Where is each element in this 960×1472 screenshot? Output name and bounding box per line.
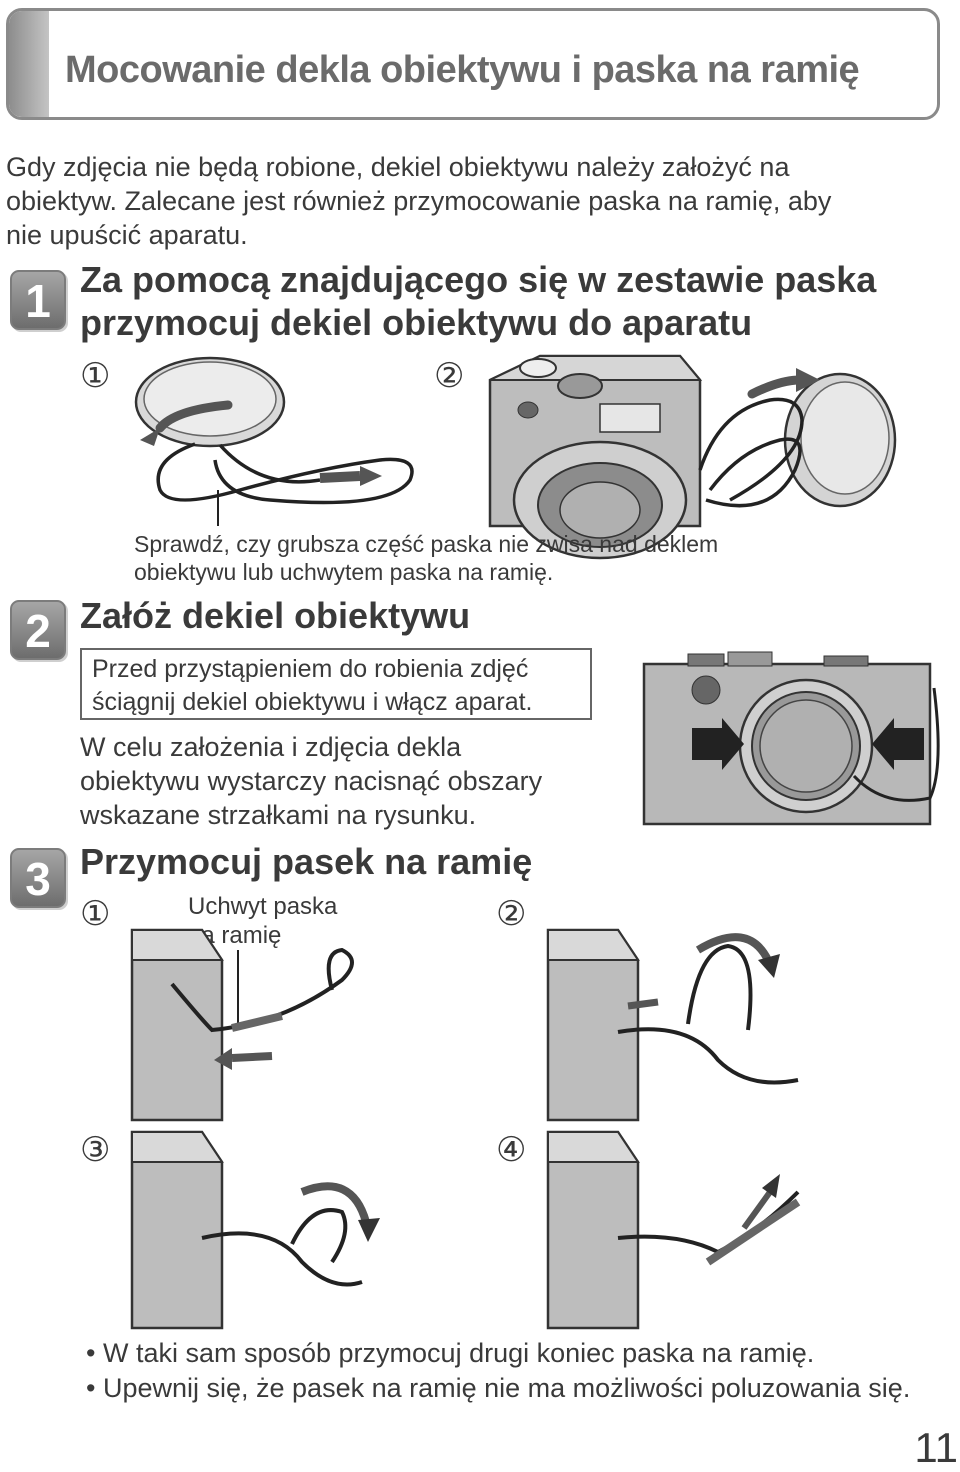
step-1-note-line: obiektywu lub uchwytem paska na ramię. <box>134 559 554 585</box>
step-2-body: W celu założenia i zdjęcia dekla obiekty… <box>80 730 620 832</box>
step-2-warning-line: Przed przystąpieniem do robienia zdjęć <box>92 655 529 683</box>
step-2-body-line: wskazane strzałkami na rysunku. <box>80 800 477 830</box>
strap-eyelet-label: Uchwyt paska na ramię <box>188 892 337 950</box>
closing-bullets: • W taki sam sposób przymocuj drugi koni… <box>86 1336 956 1406</box>
strap-step-2-illustration <box>546 928 799 1122</box>
lens-cap-strap-illustration <box>134 356 414 526</box>
step-1-note: Sprawdź, czy grubsza część paska nie zwi… <box>134 530 934 586</box>
step-1-heading-line: Za pomocą znajdującego się w zestawie pa… <box>80 259 877 300</box>
step-3-sub-1: ① <box>80 895 111 933</box>
step-3-sub-2: ② <box>496 895 527 933</box>
step-3-sub-4: ④ <box>496 1131 527 1169</box>
camera-cap-attached-illustration <box>488 354 897 560</box>
camera-front-cap-illustration <box>642 651 940 826</box>
step-1-heading: Za pomocą znajdującego się w zestawie pa… <box>80 258 950 344</box>
step-1-sub-2: ② <box>434 357 465 395</box>
intro-line: obiektyw. Zalecane jest również przymoco… <box>6 186 832 216</box>
intro-line: nie upuścić aparatu. <box>6 220 248 250</box>
step-1-sub-1: ① <box>80 357 111 395</box>
title-band <box>9 11 49 117</box>
title-box: Mocowanie dekla obiektywu i paska na ram… <box>6 8 940 120</box>
step-2-body-line: obiektywu wystarczy nacisnąć obszary <box>80 766 543 796</box>
strap-step-3-illustration <box>130 1130 380 1330</box>
step-3-heading: Przymocuj pasek na ramię <box>80 841 533 882</box>
step-3-sub-3: ③ <box>80 1131 111 1169</box>
step-2-heading: Załóż dekiel obiektywu <box>80 595 471 636</box>
intro-line: Gdy zdjęcia nie będą robione, dekiel obi… <box>6 152 790 182</box>
bullet-item: • W taki sam sposób przymocuj drugi koni… <box>86 1338 815 1368</box>
step-3-badge: 3 <box>10 848 66 908</box>
page-title: Mocowanie dekla obiektywu i paska na ram… <box>65 49 860 91</box>
step-1-heading-line: przymocuj dekiel obiektywu do aparatu <box>80 302 753 343</box>
step-1-note-line: Sprawdź, czy grubsza część paska nie zwi… <box>134 531 719 557</box>
step-2-warning-box: Przed przystąpieniem do robienia zdjęć ś… <box>80 648 592 720</box>
step-2-body-line: W celu założenia i zdjęcia dekla <box>80 732 462 762</box>
strap-step-4-illustration <box>546 1130 801 1330</box>
intro-paragraph: Gdy zdjęcia nie będą robione, dekiel obi… <box>6 150 946 252</box>
bullet-item: • Upewnij się, że pasek na ramię nie ma … <box>86 1373 911 1403</box>
step-1-badge: 1 <box>10 270 66 330</box>
strap-eyelet-label-line: Uchwyt paska <box>188 893 338 920</box>
strap-step-1-illustration <box>130 928 354 1122</box>
step-2-warning-line: ściągnij dekiel obiektywu i włącz aparat… <box>92 688 533 716</box>
step-2-badge: 2 <box>10 600 66 660</box>
page-number: 11 <box>914 1424 958 1471</box>
